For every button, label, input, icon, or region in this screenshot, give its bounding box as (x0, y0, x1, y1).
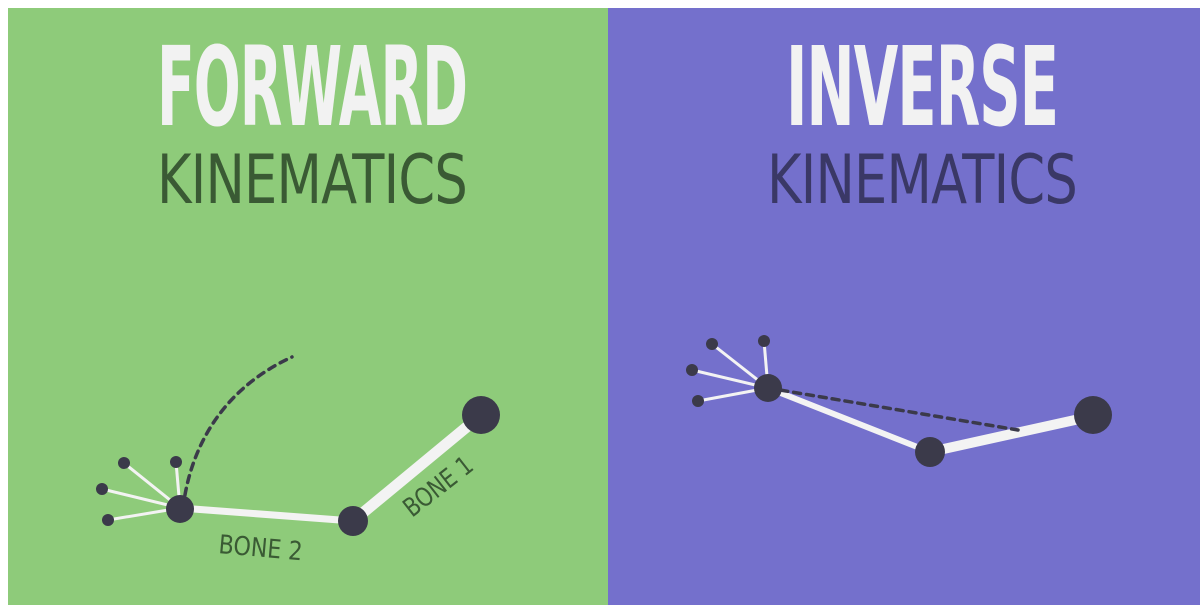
forward-fingertip (102, 514, 114, 526)
forward-title-thin: KINEMATICS (157, 141, 467, 220)
forward-motion-arc (181, 355, 294, 510)
forward-hand-joint (166, 495, 194, 523)
bone-2-label: BONE 2 (217, 530, 303, 567)
forward-kinematics-panel: FORWARD KINEMATICS BONE 2 BONE 1 (8, 8, 608, 605)
forward-fingertip (118, 457, 130, 469)
forward-title-bold: FORWARD (157, 23, 467, 151)
inverse-target-line (766, 386, 1020, 432)
inverse-bone-upper (925, 411, 1098, 457)
forward-bone-1 (347, 410, 486, 527)
inverse-bone-lower (765, 385, 933, 455)
inverse-hand-joint (754, 374, 782, 402)
forward-bone-2 (176, 504, 357, 525)
inverse-panel-background (608, 8, 1200, 605)
inverse-fingertip (758, 335, 770, 347)
inverse-title-bold: INVERSE (786, 23, 1058, 151)
forward-panel-background (8, 8, 608, 605)
inverse-elbow-joint (915, 437, 945, 467)
inverse-title-thin: KINEMATICS (767, 141, 1077, 220)
forward-elbow-joint (338, 506, 368, 536)
forward-fingertip (96, 483, 108, 495)
forward-shoulder-joint (462, 396, 500, 434)
inverse-shoulder-joint (1074, 396, 1112, 434)
inverse-fingertip (692, 395, 704, 407)
inverse-fingertip (686, 364, 698, 376)
forward-fingertip (170, 456, 182, 468)
inverse-kinematics-panel: INVERSE KINEMATICS (608, 8, 1200, 605)
inverse-fingertip (706, 338, 718, 350)
